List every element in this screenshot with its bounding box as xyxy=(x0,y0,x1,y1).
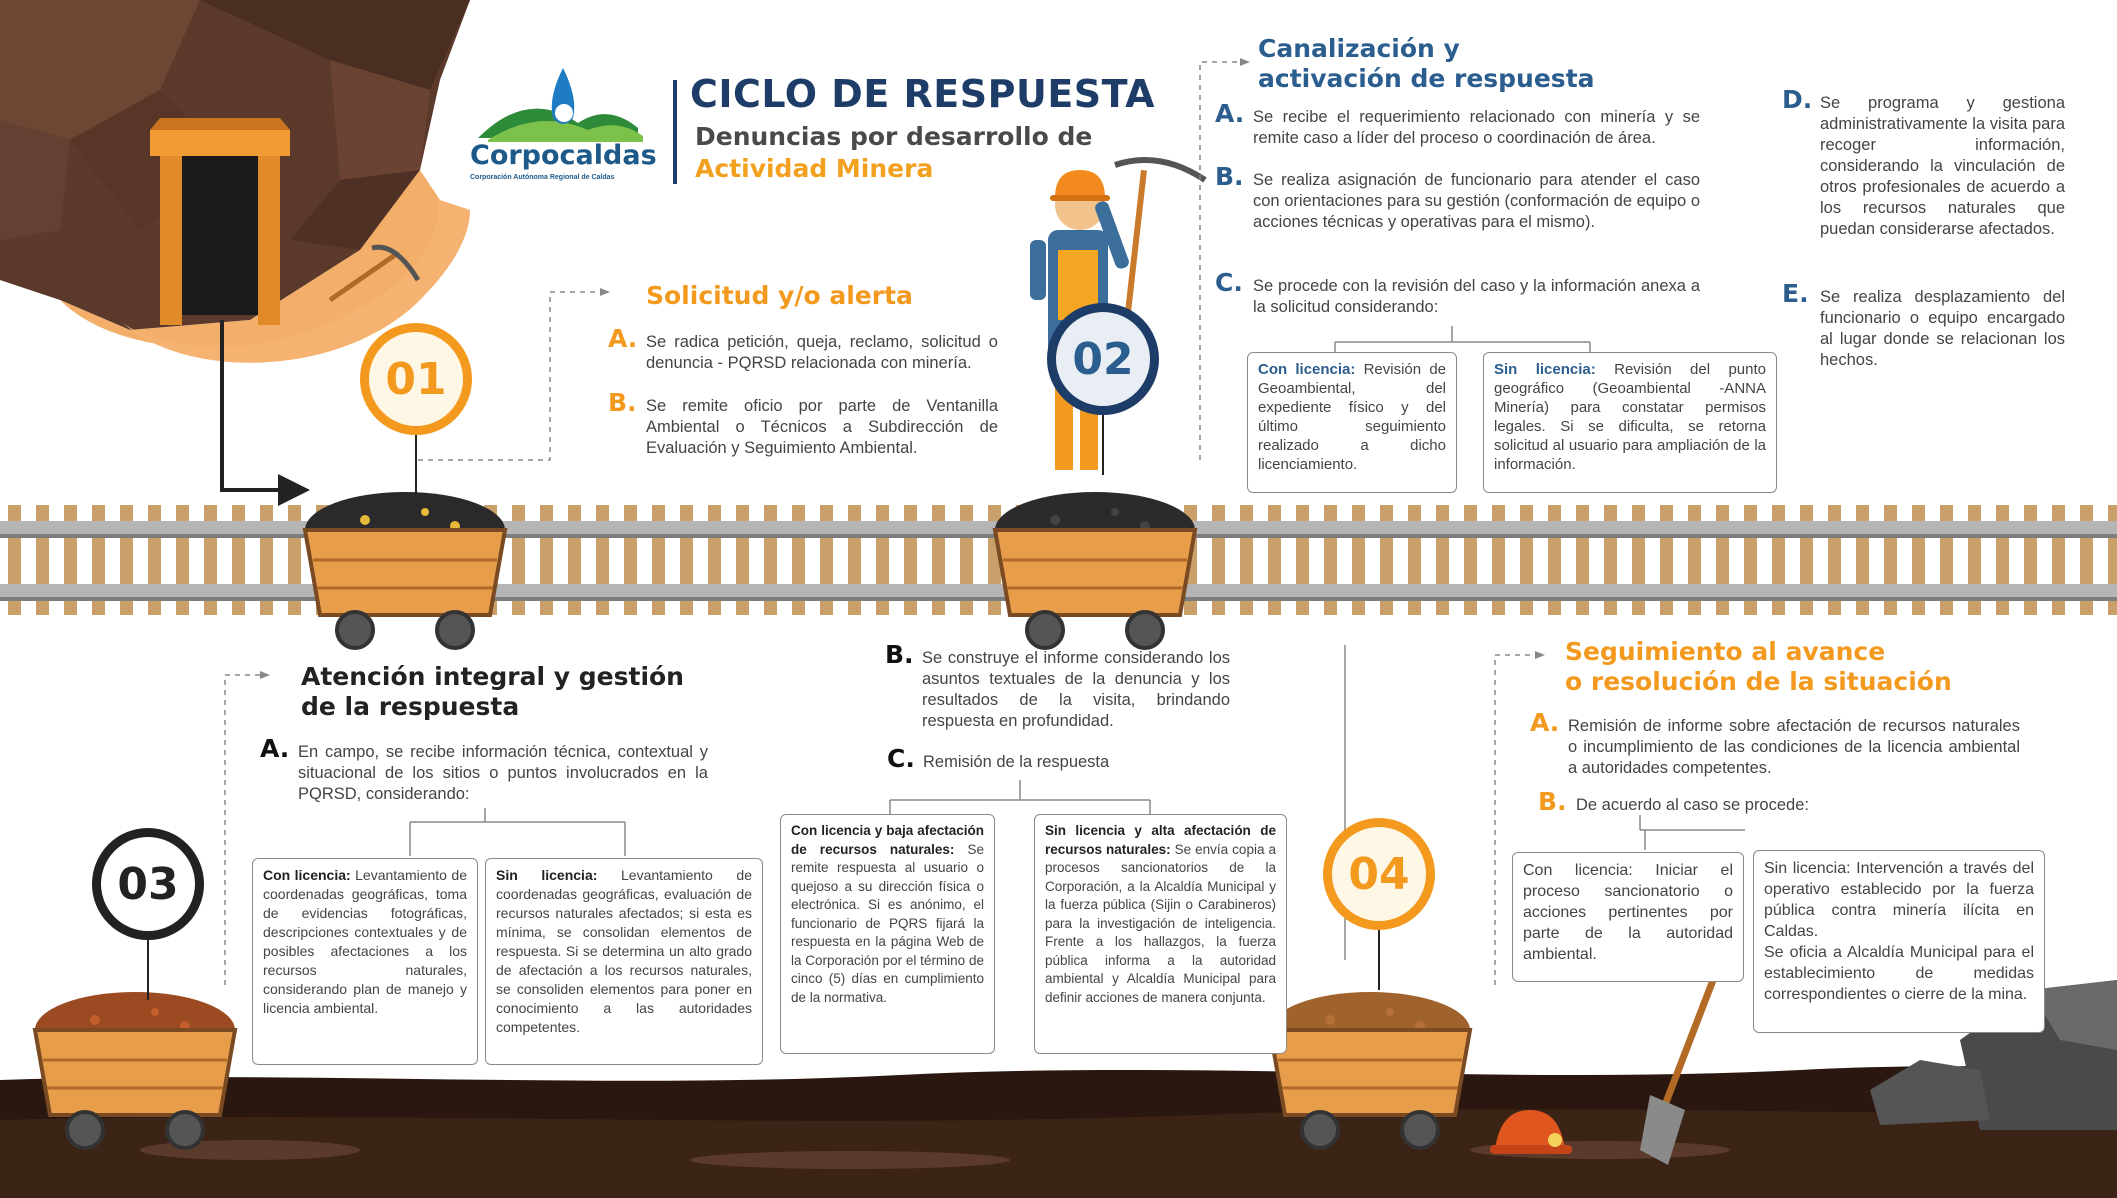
step02-title-line2: activación de respuesta xyxy=(1258,64,1595,93)
rock-pickaxe xyxy=(328,244,421,303)
logo: Corpocaldas Corporación Autónoma Regiona… xyxy=(468,68,657,188)
logo-tagline: Corporación Autónoma Regional de Caldas xyxy=(470,174,615,181)
step04-title-line1: Seguimiento al avance xyxy=(1565,637,1886,666)
page-subtitle-line1: Denuncias por desarrollo de xyxy=(695,122,1093,151)
step02-title-line1: Canalización y xyxy=(1258,34,1460,63)
step04-item-a: A. Remisión de informe sobre afectación … xyxy=(1530,710,2020,779)
step03-title-line2: de la respuesta xyxy=(301,692,520,721)
step02-box-con-licencia: Con licencia: Revisión de Geoambiental, … xyxy=(1247,352,1457,493)
step03-item-b-letter: B. xyxy=(885,640,914,669)
helmet-icon xyxy=(1490,1110,1572,1154)
step-badge-02: 02 xyxy=(1047,303,1159,415)
step02-item-d: D. Se programa y gestiona administrativa… xyxy=(1782,87,2065,240)
step02-box-sin-label: Sin licencia: xyxy=(1494,361,1596,378)
step04-box-con-licencia: Con licencia: Iniciar el proceso sancion… xyxy=(1512,852,1744,982)
step04-box-sin-licencia: Sin licencia: Intervención a través del … xyxy=(1753,850,2045,1033)
step02-item-a-letter: A. xyxy=(1215,99,1245,128)
badge-stem-03 xyxy=(147,940,149,1000)
step03-box-con-label: Con licencia: xyxy=(263,867,351,883)
step03-item-a-text: En campo, se recibe información técnica,… xyxy=(298,743,708,803)
step02-item-c-letter: C. xyxy=(1215,268,1243,297)
logo-name: Corpocaldas xyxy=(470,140,657,171)
step03-title-line1: Atención integral y gestión xyxy=(301,662,684,691)
step02-item-e-letter: E. xyxy=(1782,279,1809,308)
step03-box-sin-text: Levantamiento de coordenadas geográficas… xyxy=(496,867,752,1035)
step01-item-a: A. Se radica petición, queja, reclamo, s… xyxy=(608,326,998,374)
step02-item-b-letter: B. xyxy=(1215,162,1244,191)
step01-item-b-text: Se remite oficio por parte de Ventanilla… xyxy=(646,397,998,457)
entry-arrow xyxy=(220,320,310,506)
step02-box-sin-text: Revisión del punto geográfico (Geoambien… xyxy=(1494,361,1766,473)
step04-box-sin-text: Sin licencia: Intervención a través del … xyxy=(1764,860,2034,940)
badge-03-label: 03 xyxy=(117,858,179,910)
step01-item-a-letter: A. xyxy=(608,324,638,353)
step03-box-sin-licencia: Sin licencia: Levantamiento de coordenad… xyxy=(485,858,763,1065)
step-badge-03: 03 xyxy=(92,828,204,940)
step03-box-con-licencia: Con licencia: Levantamiento de coordenad… xyxy=(252,858,478,1065)
right-rocks xyxy=(1870,980,2117,1130)
step-badge-01: 01 xyxy=(360,323,472,435)
step04-title-line2: o resolución de la situación xyxy=(1565,667,1952,696)
step02-item-d-letter: D. xyxy=(1782,85,1813,114)
step02-box-con-label: Con licencia: xyxy=(1258,361,1356,378)
step03-item-b-text: Se construye el informe considerando los… xyxy=(922,649,1230,730)
step04-item-b-text: De acuerdo al caso se procede: xyxy=(1576,796,1809,814)
step02-item-c: C. Se procede con la revisión del caso y… xyxy=(1215,270,1700,318)
step03-item-b: B. Se construye el informe considerando … xyxy=(885,642,1230,732)
badge-stem-02 xyxy=(1102,415,1104,475)
badge-04-label: 04 xyxy=(1348,848,1410,900)
step03-box-alta-label: Sin licencia y alta afectación de recurs… xyxy=(1045,823,1276,857)
mine-cart xyxy=(302,492,508,650)
step02-item-b: B. Se realiza asignación de funcionario … xyxy=(1215,164,1700,233)
page-subtitle-line2: Actividad Minera xyxy=(695,154,934,183)
step02-item-e: E. Se realiza desplazamiento del funcion… xyxy=(1782,281,2065,371)
step04-item-a-text: Remisión de informe sobre afectación de … xyxy=(1568,717,2020,777)
ground xyxy=(0,1065,2117,1198)
step04-box-con-text: Con licencia: Iniciar el proceso sancion… xyxy=(1523,862,1733,963)
step03-item-c-letter: C. xyxy=(887,744,915,773)
mine-cart xyxy=(1267,992,1473,1150)
mine-cart xyxy=(32,992,238,1150)
step03-box-con-text: Levantamiento de coordenadas geográficas… xyxy=(263,867,467,1016)
step02-item-d-text: Se programa y gestiona administrativamen… xyxy=(1820,94,2065,238)
step01-item-b-letter: B. xyxy=(608,388,637,417)
step01-item-b: B. Se remite oficio por parte de Ventani… xyxy=(608,390,998,459)
step03-item-a: A. En campo, se recibe información técni… xyxy=(260,736,708,805)
step02-item-e-text: Se realiza desplazamiento del funcionari… xyxy=(1820,288,2065,369)
step04-item-a-letter: A. xyxy=(1530,708,1560,737)
step02-item-c-text: Se procede con la revisión del caso y la… xyxy=(1253,277,1700,316)
step03-box-alta-text: Se envía copia a procesos sancionatorios… xyxy=(1045,841,1276,1005)
step03-item-c-text: Remisión de la respuesta xyxy=(923,753,1110,771)
badge-02-label: 02 xyxy=(1072,333,1134,385)
title-divider xyxy=(673,80,677,184)
step03-item-c: C. Remisión de la respuesta xyxy=(887,746,1232,773)
step-badge-04: 04 xyxy=(1323,818,1435,930)
logo-icon xyxy=(478,68,643,142)
step02-item-a: A. Se recibe el requerimiento relacionad… xyxy=(1215,101,1700,149)
step01-item-a-text: Se radica petición, queja, reclamo, soli… xyxy=(646,333,998,372)
rail-sleeper xyxy=(2108,505,2117,615)
step03-box-baja-afectacion: Con licencia y baja afectación de recurs… xyxy=(780,814,995,1054)
step04-item-b-letter: B. xyxy=(1538,787,1567,816)
step02-item-b-text: Se realiza asignación de funcionario par… xyxy=(1253,171,1700,231)
badge-stem-04 xyxy=(1378,930,1380,990)
step03-item-a-letter: A. xyxy=(260,734,290,763)
step04-box-sin-text2: Se oficia a Alcaldía Municipal para el e… xyxy=(1764,944,2034,1003)
badge-01-label: 01 xyxy=(385,353,447,405)
badge-stem-01 xyxy=(415,435,417,495)
step02-item-a-text: Se recibe el requerimiento relacionado c… xyxy=(1253,108,1700,147)
step03-box-alta-afectacion: Sin licencia y alta afectación de recurs… xyxy=(1034,814,1287,1054)
step02-box-con-text: Revisión de Geoambiental, del expediente… xyxy=(1258,361,1446,473)
step01-title: Solicitud y/o alerta xyxy=(646,281,913,310)
page-title: CICLO DE RESPUESTA xyxy=(690,72,1156,116)
step02-box-sin-licencia: Sin licencia: Revisión del punto geográf… xyxy=(1483,352,1777,493)
step03-box-baja-text: Se remite respuesta al usuario o quejoso… xyxy=(791,841,985,1005)
step03-box-baja-label: Con licencia y baja afectación de recurs… xyxy=(791,823,984,857)
mine-entrance xyxy=(150,118,290,325)
mine-cart xyxy=(992,492,1198,650)
step04-item-b: B. De acuerdo al caso se procede: xyxy=(1538,789,1998,816)
step03-box-sin-label: Sin licencia: xyxy=(496,867,598,883)
